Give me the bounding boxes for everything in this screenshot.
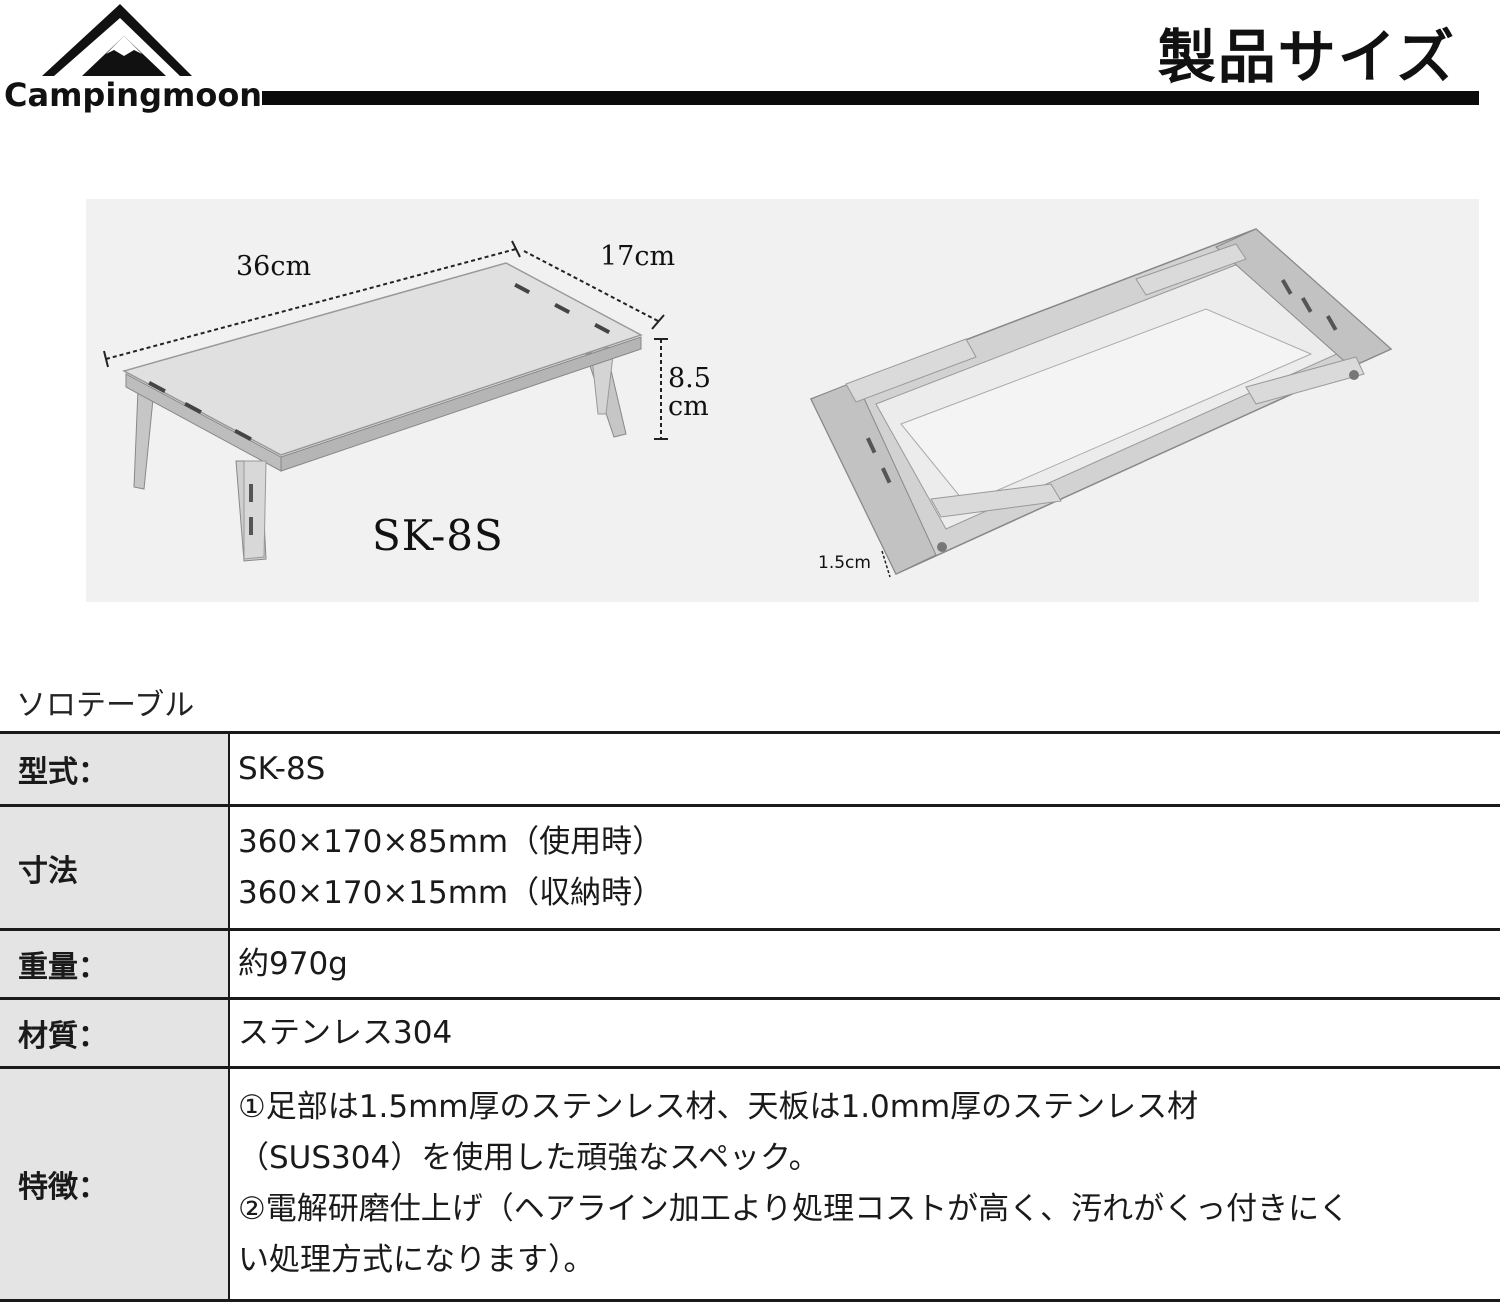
spec-label: 材質： [0,997,230,1069]
spec-label: 重量： [0,928,230,1000]
model-label: SK-8S [372,511,504,560]
page-title: 製品サイズ [1157,23,1456,91]
table-row: 重量： 約970g [0,928,1500,1000]
spec-value-line: 約970g [238,945,348,982]
spec-label: 寸法 [0,804,230,931]
spec-value-line: （SUS304）を使用した頑強なスペック。 [238,1140,820,1176]
table-row: 材質： ステンレス304 [0,997,1500,1069]
product-illustration [103,228,1393,578]
spec-value: 約970g [229,928,1500,1000]
spec-value-line: 360×170×85mm（使用時） [238,823,664,860]
product-photo: 36cm 17cm 8.5 cm SK-8S 1.5cm [86,199,1479,602]
spec-table: 型式： SK-8S 寸法 360×170×85mm（使用時） 360×170×1… [0,731,1500,1302]
brand-name: Campingmoon [4,76,263,114]
dimension-length: 36cm [236,251,312,282]
mountain-icon [42,4,192,76]
assembled-table-drawing [103,240,668,562]
dimension-height-value: 8.5 [668,363,711,394]
spec-value-line: い処理方式になります）。 [238,1242,595,1278]
table-row: 型式： SK-8S [0,731,1500,807]
folded-table-drawing [809,228,1393,578]
dimension-width: 17cm [600,241,676,272]
spec-value-line: ステンレス304 [238,1014,453,1051]
header-rule [262,91,1479,105]
spec-value-line: ②電解研磨仕上げ（ヘアライン加工より処理コストが高く、汚れがくっ付きにく [238,1191,1350,1227]
table-row: 特徴： ①足部は1.5mm厚のステンレス材、天板は1.0mm厚のステンレス材 （… [0,1066,1500,1302]
spec-value: ①足部は1.5mm厚のステンレス材、天板は1.0mm厚のステンレス材 （SUS3… [229,1066,1500,1302]
spec-value: 360×170×85mm（使用時） 360×170×15mm（収納時） [229,804,1500,931]
dimension-folded-thickness: 1.5cm [818,553,871,573]
spec-value-line: 360×170×15mm（収納時） [238,874,664,911]
dimension-height-unit: cm [668,391,709,422]
spec-value-line: SK-8S [238,750,326,787]
spec-label: 特徴： [0,1066,230,1302]
spec-label: 型式： [0,731,230,807]
brand-logo: Campingmoon [0,0,262,120]
spec-value: ステンレス304 [229,997,1500,1069]
spec-value: SK-8S [229,731,1500,807]
section-title: ソロテーブル [16,688,195,723]
spec-value-line: ①足部は1.5mm厚のステンレス材、天板は1.0mm厚のステンレス材 [238,1089,1199,1125]
table-row: 寸法 360×170×85mm（使用時） 360×170×15mm（収納時） [0,804,1500,931]
